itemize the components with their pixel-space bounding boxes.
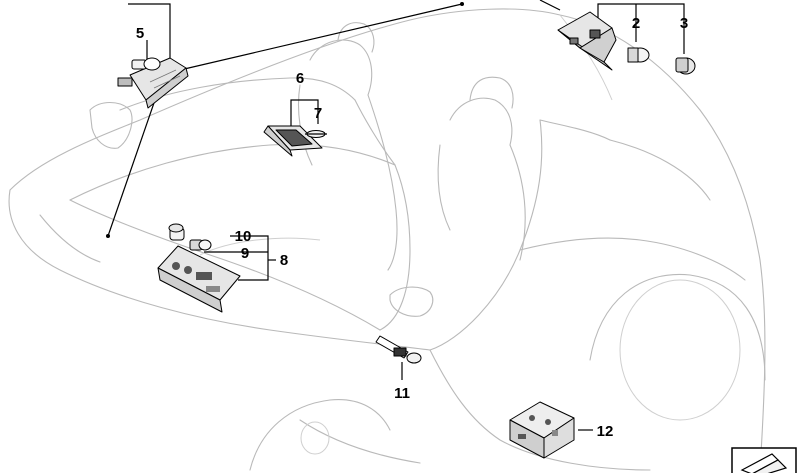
callout-2: 2 xyxy=(632,15,640,32)
callout-11: 11 xyxy=(394,385,410,402)
callout-12: 12 xyxy=(597,423,614,440)
part-7-bulb xyxy=(305,130,327,138)
callout-3: 3 xyxy=(680,15,688,32)
part-11-wire-bulb xyxy=(375,335,422,364)
part-9-bulb xyxy=(189,239,212,251)
callout-9: 9 xyxy=(241,245,249,262)
part-2-bulb xyxy=(627,47,650,63)
part-8-interior-light-unit xyxy=(157,245,241,313)
part-1-light-housing xyxy=(557,11,617,71)
leader-lines xyxy=(106,0,685,431)
callout-5: 5 xyxy=(136,25,144,42)
part-3-bulb xyxy=(675,57,696,75)
part-10-bulb-socket xyxy=(168,223,185,241)
callout-8: 8 xyxy=(280,252,288,269)
callout-10: 10 xyxy=(235,228,252,245)
part-5-bulb xyxy=(131,57,161,71)
diagram-arrow-icon xyxy=(731,447,797,473)
callout-labels: 5 2 3 6 7 10 9 8 11 12 xyxy=(136,15,688,440)
callout-6: 6 xyxy=(296,70,304,87)
callout-7: 7 xyxy=(314,105,322,122)
car-outline xyxy=(8,8,766,471)
part-12-module xyxy=(509,401,575,459)
part-6-interior-light xyxy=(263,125,323,157)
